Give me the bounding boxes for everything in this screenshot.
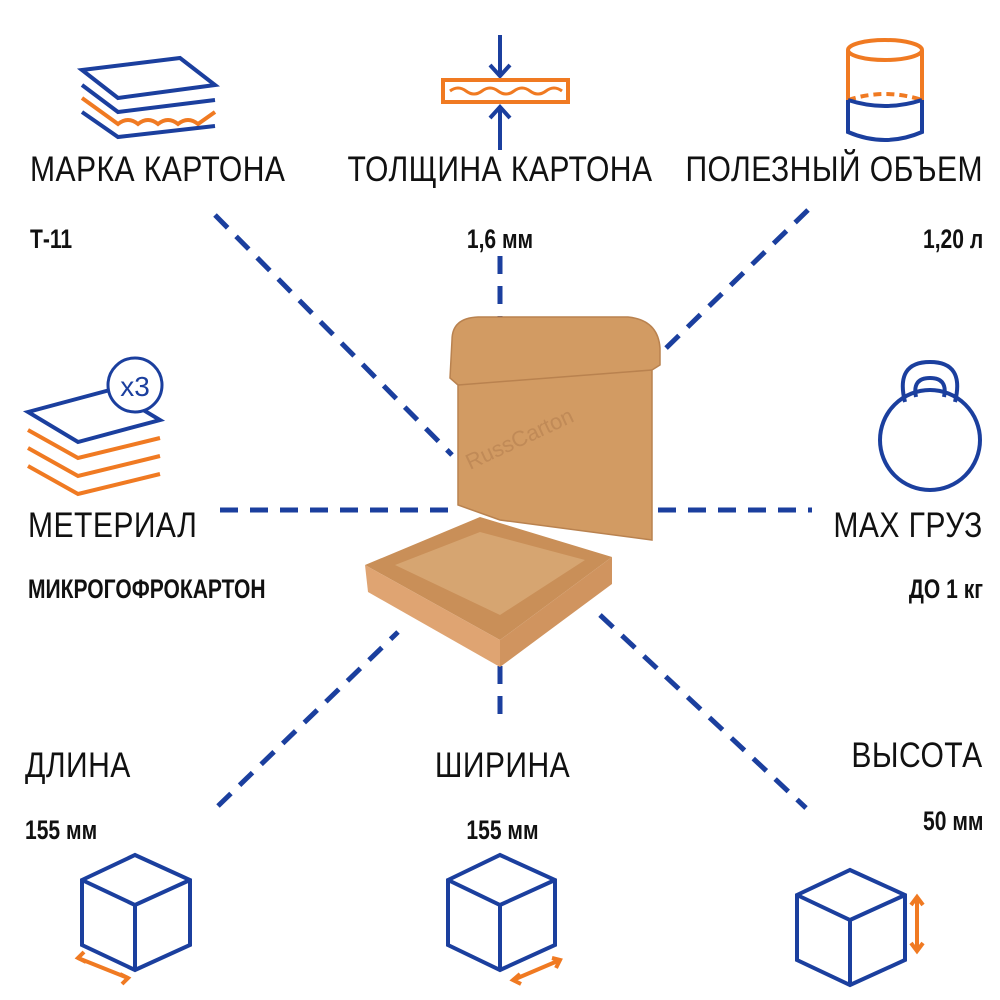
width-label: ШИРИНА bbox=[434, 746, 571, 785]
thickness-value: 1,6 мм bbox=[466, 224, 534, 254]
material-value: МИКРОГОФРОКАРТОН bbox=[28, 574, 266, 604]
brand-value: Т-11 bbox=[30, 224, 73, 254]
box-image: RussCarton bbox=[365, 316, 661, 667]
width-cube-icon bbox=[446, 852, 563, 986]
material-label: МЕТЕРИАЛ bbox=[28, 506, 198, 545]
corrugated-layers-icon bbox=[76, 55, 221, 140]
length-value: 155 мм bbox=[25, 815, 98, 845]
material-sheets-icon: x3 bbox=[22, 356, 166, 497]
thickness-icon bbox=[441, 35, 570, 150]
length-label: ДЛИНА bbox=[25, 746, 131, 785]
connector-lines bbox=[213, 208, 812, 810]
volume-cylinder-icon bbox=[846, 38, 924, 142]
thickness-label: ТОЛЩИНА КАРТОНА bbox=[347, 150, 653, 189]
height-label: ВЫСОТА bbox=[851, 736, 983, 775]
height-value: 50 мм bbox=[922, 806, 983, 836]
height-cube-icon bbox=[795, 867, 925, 988]
max-load-label: MAX ГРУЗ bbox=[833, 506, 983, 545]
volume-value: 1,20 л bbox=[922, 224, 983, 254]
x3-badge: x3 bbox=[120, 371, 150, 402]
max-load-value: ДО 1 кг bbox=[908, 574, 983, 604]
width-value: 155 мм bbox=[466, 815, 539, 845]
length-cube-icon bbox=[74, 852, 192, 986]
kettlebell-icon bbox=[878, 359, 982, 492]
volume-label: ПОЛЕЗНЫЙ ОБЪЕМ bbox=[685, 150, 983, 189]
brand-label: МАРКА КАРТОНА bbox=[30, 150, 286, 189]
